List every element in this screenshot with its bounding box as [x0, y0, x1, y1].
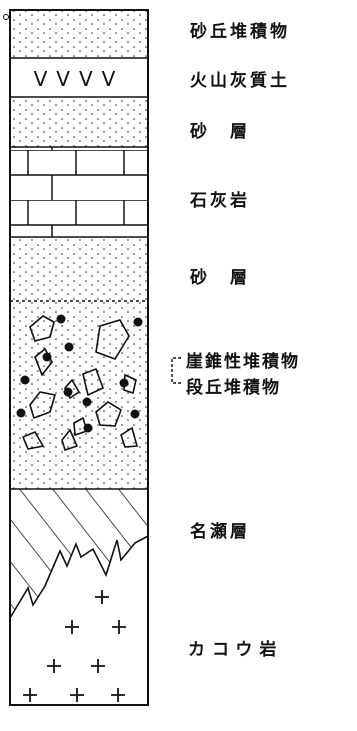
stratum-volcanic-ash-soil: VVVV — [34, 67, 125, 91]
top-marker — [3, 14, 9, 20]
label-talus-deposit: 崖錐性堆積物 — [186, 352, 300, 372]
label-nago-formation: 名瀬層 — [190, 522, 250, 542]
label-volcanic-ash-soil: 火山灰質土 — [190, 71, 290, 91]
stratum-sand-layer-lower — [10, 238, 148, 301]
label-terrace-deposit: 段丘堆積物 — [186, 378, 281, 398]
stratum-granite — [9, 535, 149, 705]
column-frame — [9, 9, 149, 706]
svg-text:VVVV: VVVV — [34, 67, 125, 91]
stratum-limestone — [10, 147, 148, 237]
label-bracket — [171, 357, 181, 384]
stratum-sand-layer-upper — [10, 97, 148, 147]
label-granite: カコウ岩 — [188, 640, 284, 660]
label-sand-dune-deposit: 砂丘堆積物 — [190, 22, 290, 42]
layer-boundaries — [10, 57, 148, 490]
stratum-sand-dune-deposit — [10, 10, 148, 58]
label-sand-layer-lower: 砂 層 — [190, 268, 250, 288]
label-limestone: 石灰岩 — [190, 191, 250, 211]
label-sand-layer-upper: 砂 層 — [190, 122, 250, 142]
stratum-talus-terrace — [10, 301, 148, 489]
